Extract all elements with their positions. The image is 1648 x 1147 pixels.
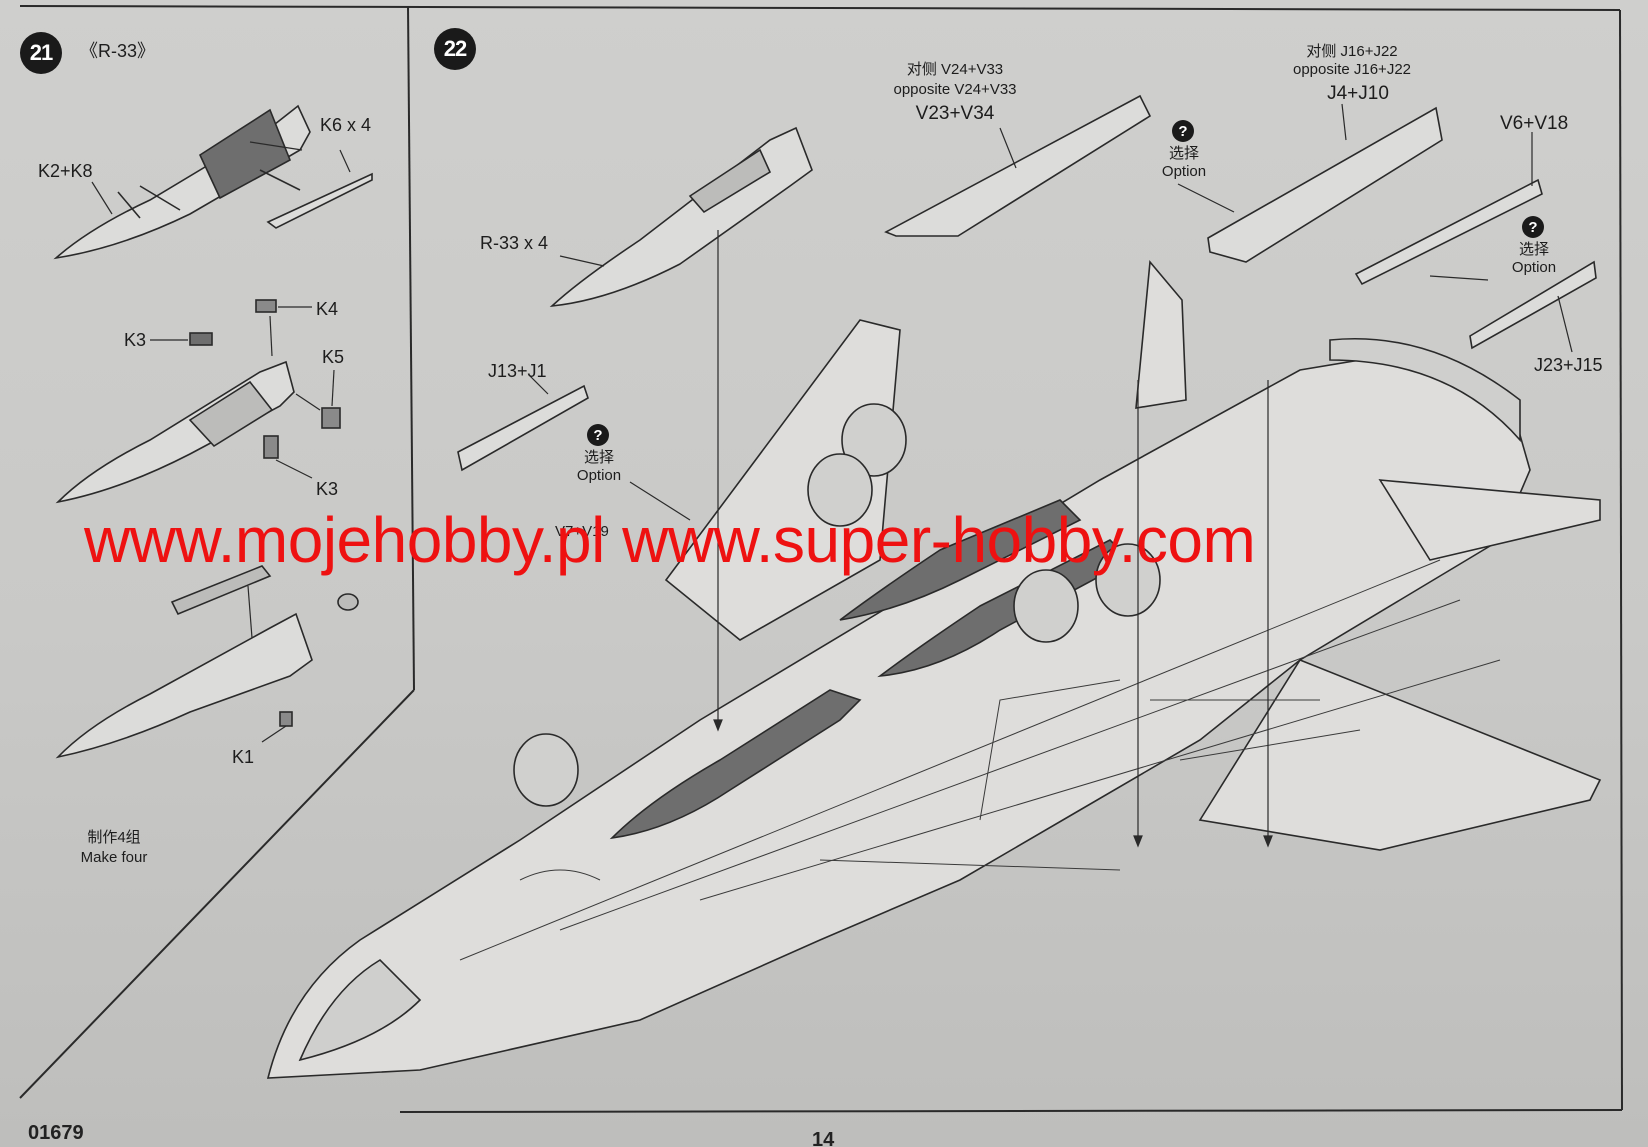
step-22-number: 22 xyxy=(443,36,468,61)
attachment-arrows xyxy=(713,230,1273,848)
label-opposite-v-en: opposite V24+V33 xyxy=(893,81,1017,98)
option-question-icon: ? xyxy=(1172,120,1194,142)
label-k2k8: K2+K8 xyxy=(38,161,93,181)
missile-assembled-middle xyxy=(55,299,341,504)
watermark-text: www.mojehobby.pl www.super-hobby.com xyxy=(84,504,1256,576)
panel-frame xyxy=(19,5,1623,1113)
aircraft-panel-lines xyxy=(459,559,1501,961)
option-question-icon: ? xyxy=(1522,216,1544,238)
label-j23j15: J23+J15 xyxy=(1534,355,1603,375)
label-r33x4: R-33 x 4 xyxy=(480,233,549,253)
step-21-badge: 21 xyxy=(20,32,62,74)
step-21-number: 21 xyxy=(29,40,54,65)
pylon-v23-v34 xyxy=(884,94,1152,237)
label-v23v34: V23+V34 xyxy=(915,103,995,124)
rail-j13-j1 xyxy=(457,384,589,472)
page-number: 14 xyxy=(812,1129,835,1147)
label-opposite-j-cn: 对侧 J16+J22 xyxy=(1306,43,1398,60)
option-question-icon: ? xyxy=(587,424,609,446)
fin-part-k6 xyxy=(266,172,373,229)
product-code: 01679 xyxy=(28,1122,84,1144)
option-label-en: Option xyxy=(576,467,622,484)
option-label-cn: 选择 xyxy=(1168,145,1200,162)
label-k3-bottom: K3 xyxy=(316,479,339,499)
leader-lines-21a xyxy=(91,141,351,215)
step-22-badge: 22 xyxy=(434,28,476,70)
option-label-en: Option xyxy=(1511,259,1557,276)
label-opposite-v-cn: 对侧 V24+V33 xyxy=(906,61,1004,78)
option-icon-glyph: ? xyxy=(1178,122,1188,140)
label-k6x4: K6 x 4 xyxy=(320,115,372,135)
missile-assembled-top xyxy=(53,104,311,260)
step-21-subtitle: 《R-33》 xyxy=(80,41,156,61)
label-k5: K5 xyxy=(322,347,345,367)
label-j4j10: J4+J10 xyxy=(1327,83,1389,104)
label-v7v19: V7+V19 xyxy=(555,523,609,540)
label-k1: K1 xyxy=(232,747,255,767)
leader-lines-21c xyxy=(247,585,287,743)
missile-r33-step22 xyxy=(549,126,813,308)
landing-gear-wheels xyxy=(513,403,1161,807)
label-opposite-j-en: opposite J16+J22 xyxy=(1292,61,1412,78)
pylon-j4-j10 xyxy=(1207,106,1443,263)
rail-j23-j15 xyxy=(1469,260,1597,350)
missiles-mounted xyxy=(609,499,1132,840)
leader-lines-21b xyxy=(150,306,335,479)
option-label-en: Option xyxy=(1161,163,1207,180)
make-four-cn: 制作4组 xyxy=(87,829,141,846)
label-k3-top: K3 xyxy=(124,330,147,350)
aircraft-fuselage xyxy=(266,260,1602,1079)
option-icon-glyph: ? xyxy=(1528,218,1538,236)
option-icon-glyph: ? xyxy=(593,426,603,444)
label-j13j1: J13+J1 xyxy=(488,361,547,381)
label-v6v18: V6+V18 xyxy=(1500,113,1569,134)
label-k4: K4 xyxy=(316,299,339,319)
leader-lines-22 xyxy=(529,103,1573,521)
option-label-cn: 选择 xyxy=(1518,241,1550,258)
missile-assembled-bottom xyxy=(55,565,359,759)
rail-v6-v18 xyxy=(1354,178,1543,286)
make-four-en: Make four xyxy=(80,849,148,866)
option-label-cn: 选择 xyxy=(583,449,615,466)
